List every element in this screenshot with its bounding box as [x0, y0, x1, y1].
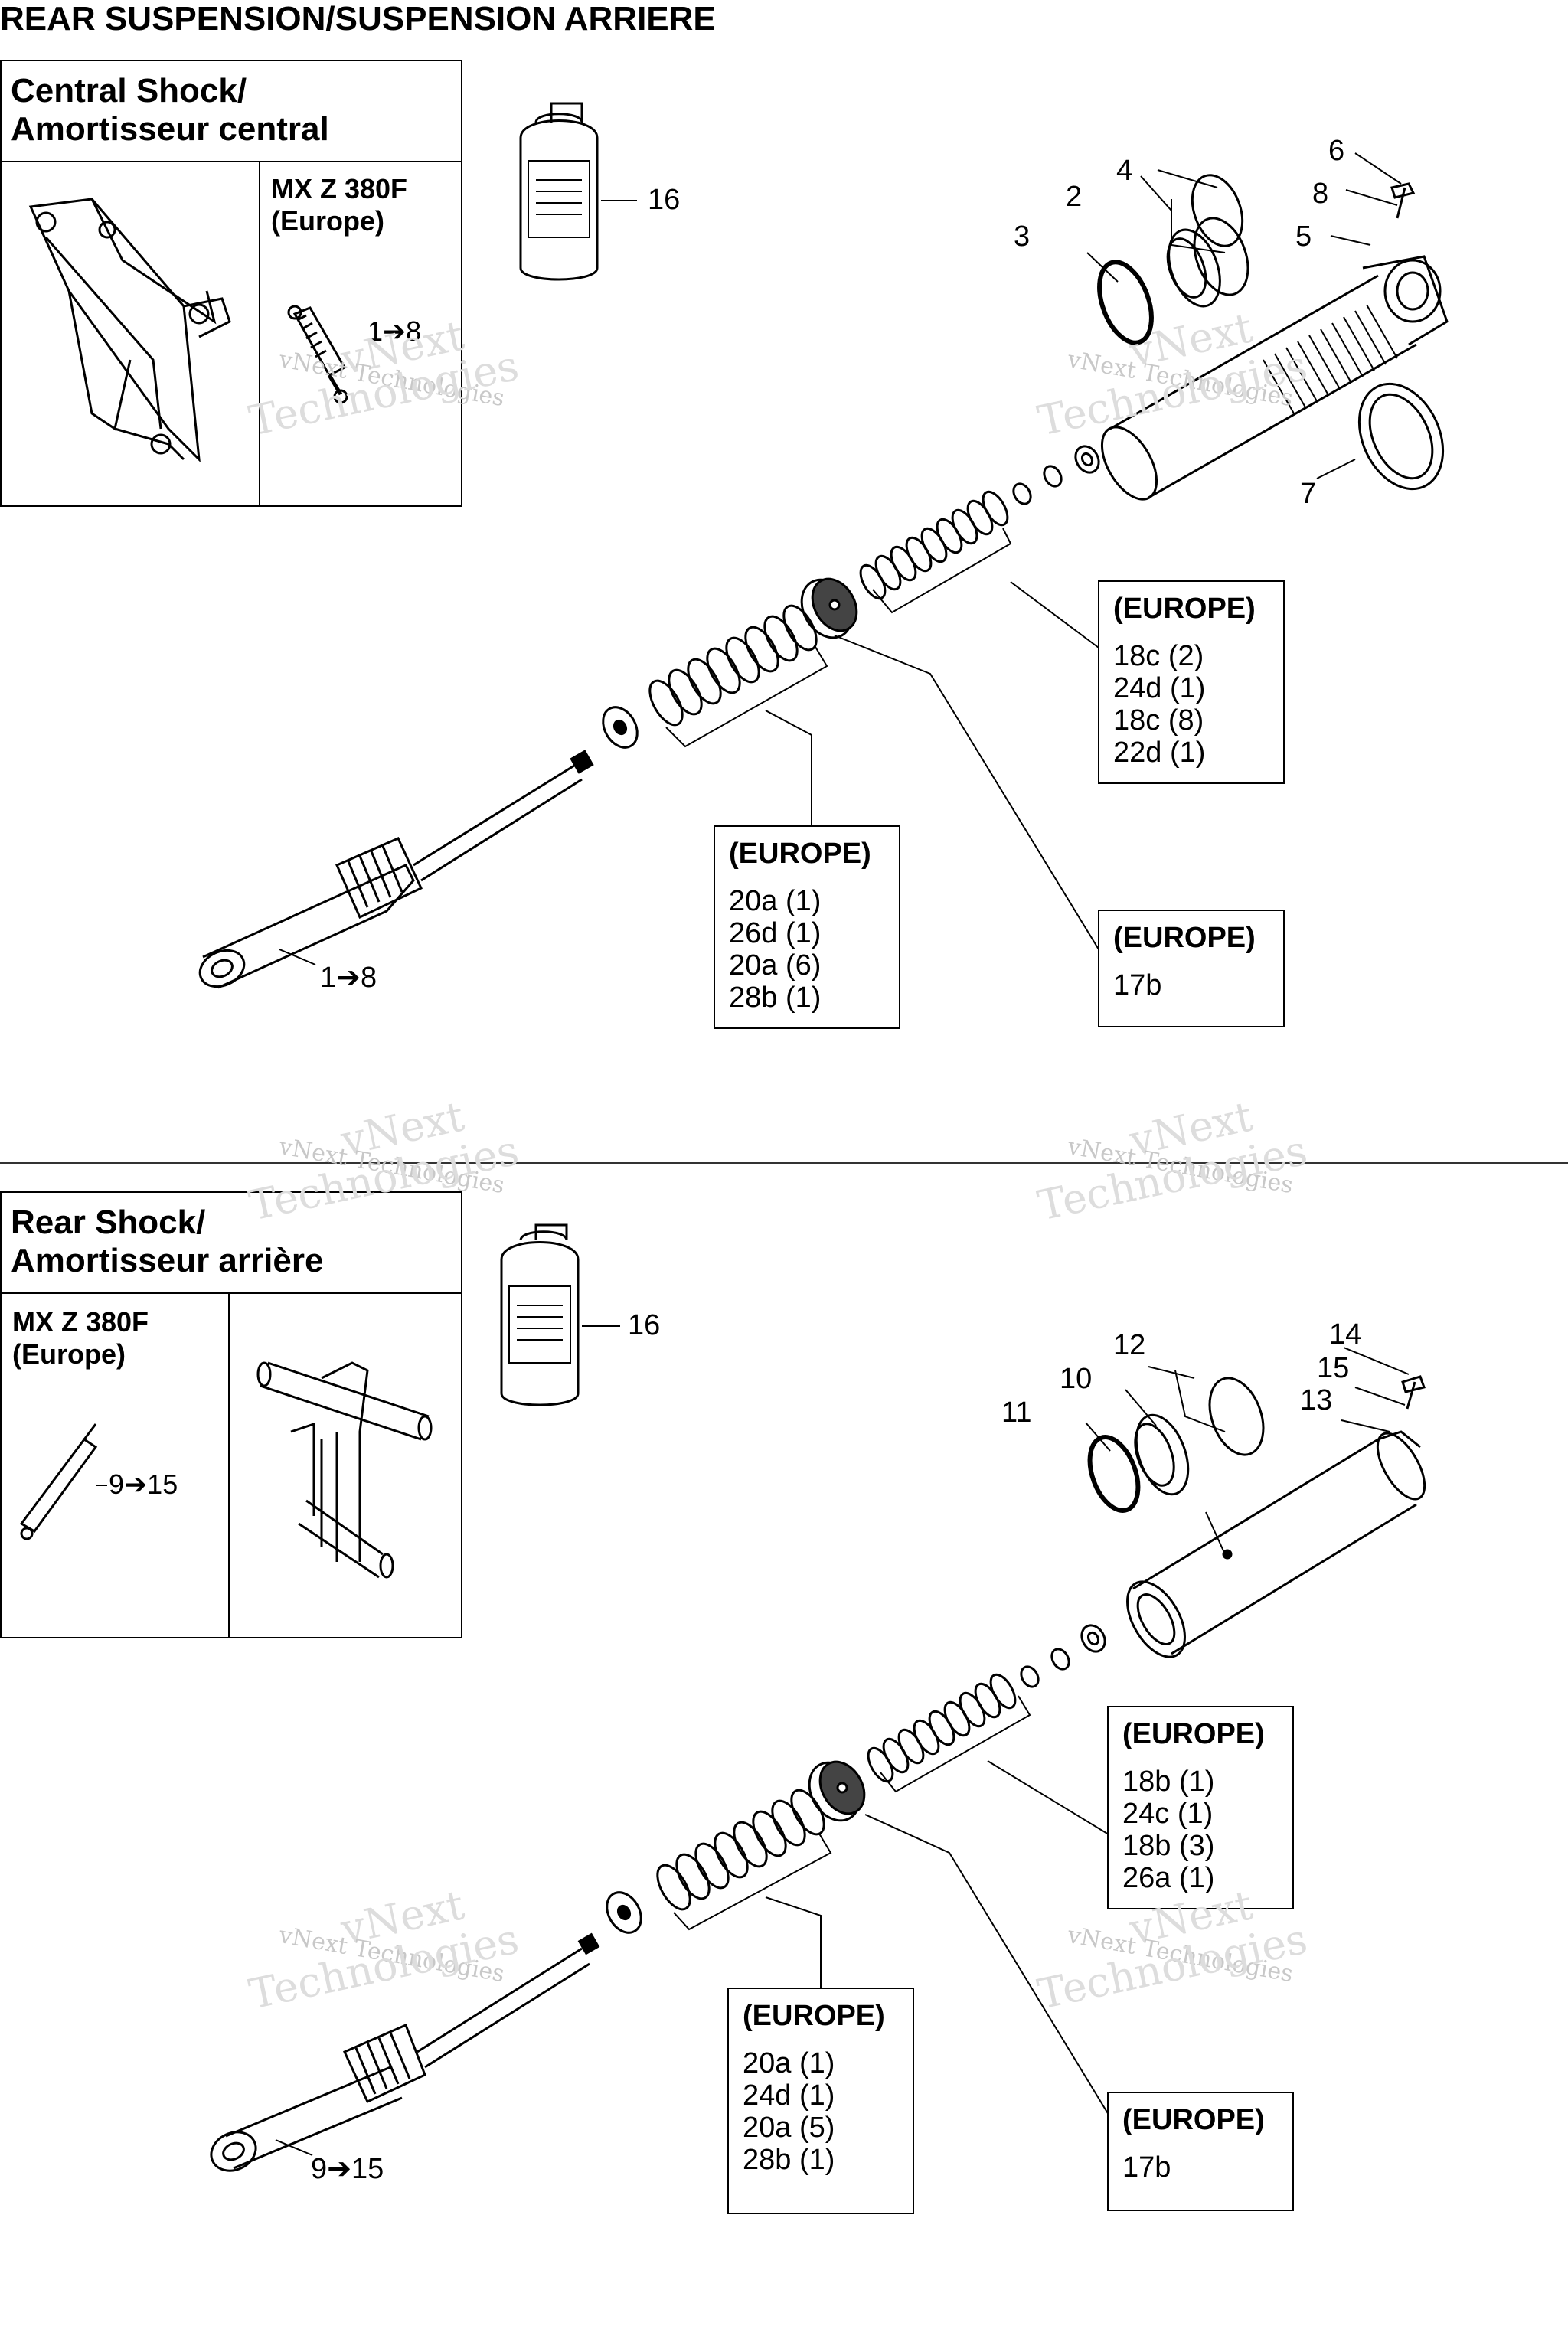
rear-label-15: 15 — [1317, 1352, 1350, 1384]
central-label-8: 8 — [1312, 178, 1329, 210]
central-shock-heading: Central Shock/ Amortisseur central — [2, 61, 461, 162]
callout-rear-small-spring: (EUROPE) 18b (1) 24c (1) 18b (3) 26a (1) — [1107, 1706, 1294, 1909]
central-label-2: 2 — [1066, 181, 1083, 213]
rear-panel-range-label: 9➔15 — [109, 1468, 178, 1500]
rear-label-11: 11 — [1001, 1396, 1032, 1429]
rear-small-spring — [867, 1673, 1017, 1783]
rear-shock-panel: Rear Shock/ Amortisseur arrière MX Z 380… — [0, 1191, 462, 1638]
central-label-6: 6 — [1328, 135, 1345, 167]
central-heading-line2: Amortisseur central — [11, 110, 329, 148]
central-shock-panel: Central Shock/ Amortisseur central MX Z … — [0, 60, 462, 507]
central-label-5: 5 — [1295, 220, 1312, 253]
central-frame-thumbnail — [28, 198, 231, 463]
central-panel-range-label: 1➔8 — [368, 315, 422, 347]
callout-header: (EUROPE) — [1122, 1718, 1265, 1750]
rear-shock-exploded-view — [210, 1347, 1426, 2172]
central-shock-exploded-view — [198, 152, 1449, 989]
callout-row: 18c (2) — [1113, 640, 1204, 672]
callout-row: 18b (1) — [1122, 1766, 1215, 1798]
rear-frame-thumbnail — [256, 1361, 433, 1579]
callout-central-small-spring: (EUROPE) 18c (2) 24d (1) 18c (8) 22d (1) — [1098, 580, 1285, 784]
central-model-line2: (Europe) — [271, 205, 384, 237]
callout-header: (EUROPE) — [729, 838, 871, 870]
callout-row: 24d (1) — [743, 2079, 835, 2112]
callout-row: 20a (6) — [729, 949, 822, 982]
rear-model-line2: (Europe) — [12, 1338, 126, 1370]
central-label-7: 7 — [1300, 478, 1317, 510]
central-model-line1: MX Z 380F — [271, 173, 408, 204]
callout-row: 24d (1) — [1113, 672, 1206, 704]
central-shock-thumbnail — [287, 305, 348, 404]
callout-central-main-spring: (EUROPE) 20a (1) 26d (1) 20a (6) 28b (1) — [714, 825, 900, 1029]
central-model-label: MX Z 380F (Europe) — [271, 173, 407, 237]
central-label-range: 1➔8 — [320, 962, 377, 994]
callout-header: (EUROPE) — [1113, 593, 1256, 625]
callout-header: (EUROPE) — [743, 2000, 885, 2032]
page-title: REAR SUSPENSION/SUSPENSION ARRIERE — [0, 0, 716, 38]
rear-label-12: 12 — [1113, 1329, 1146, 1361]
central-label-4: 4 — [1116, 155, 1133, 187]
rear-label-14: 14 — [1329, 1318, 1362, 1351]
callout-row: 20a (1) — [743, 2047, 835, 2079]
callout-row: 24c (1) — [1122, 1798, 1214, 1830]
section-divider — [0, 1162, 1568, 1164]
callout-row: 17b — [1122, 2151, 1171, 2184]
rear-model-label: MX Z 380F (Europe) — [12, 1306, 149, 1370]
central-panel-divider — [259, 162, 260, 505]
rear-heading-line2: Amortisseur arrière — [11, 1242, 324, 1279]
callout-central-piston: (EUROPE) 17b — [1098, 910, 1285, 1027]
rear-main-spring — [656, 1788, 825, 1911]
rear-label-16: 16 — [628, 1309, 661, 1341]
central-small-spring — [859, 490, 1009, 600]
central-main-spring — [648, 604, 818, 727]
callout-row: 17b — [1113, 969, 1162, 1001]
callout-row: 26d (1) — [729, 917, 822, 949]
rear-label-range: 9➔15 — [311, 2153, 384, 2185]
callout-row: 20a (1) — [729, 885, 822, 917]
rear-panel-divider — [228, 1294, 230, 1637]
callout-rear-piston: (EUROPE) 17b — [1107, 2092, 1294, 2211]
callout-row: 22d (1) — [1113, 737, 1206, 769]
callout-row: 20a (5) — [743, 2112, 835, 2144]
rear-shock-heading: Rear Shock/ Amortisseur arrière — [2, 1193, 461, 1294]
callout-row: 18b (3) — [1122, 1830, 1215, 1862]
callout-row: 28b (1) — [743, 2144, 835, 2176]
rear-oil-bottle-icon — [500, 1223, 620, 1406]
rear-heading-line1: Rear Shock/ — [11, 1204, 206, 1241]
callout-row: 18c (8) — [1113, 704, 1204, 737]
central-label-16: 16 — [648, 184, 681, 216]
central-body-threads — [1263, 304, 1398, 414]
central-oil-bottle-icon — [519, 102, 637, 281]
callout-row: 28b (1) — [729, 982, 822, 1014]
central-label-3: 3 — [1014, 220, 1031, 253]
rear-shock-thumbnail — [19, 1423, 107, 1540]
rear-label-13: 13 — [1300, 1384, 1333, 1416]
callout-row: 26a (1) — [1122, 1862, 1215, 1894]
callout-header: (EUROPE) — [1122, 2104, 1265, 2136]
callout-rear-main-spring: (EUROPE) 20a (1) 24d (1) 20a (5) 28b (1) — [727, 1988, 914, 2214]
central-heading-line1: Central Shock/ — [11, 72, 247, 109]
rear-label-10: 10 — [1060, 1363, 1093, 1395]
rear-model-line1: MX Z 380F — [12, 1306, 149, 1338]
callout-header: (EUROPE) — [1113, 922, 1256, 954]
